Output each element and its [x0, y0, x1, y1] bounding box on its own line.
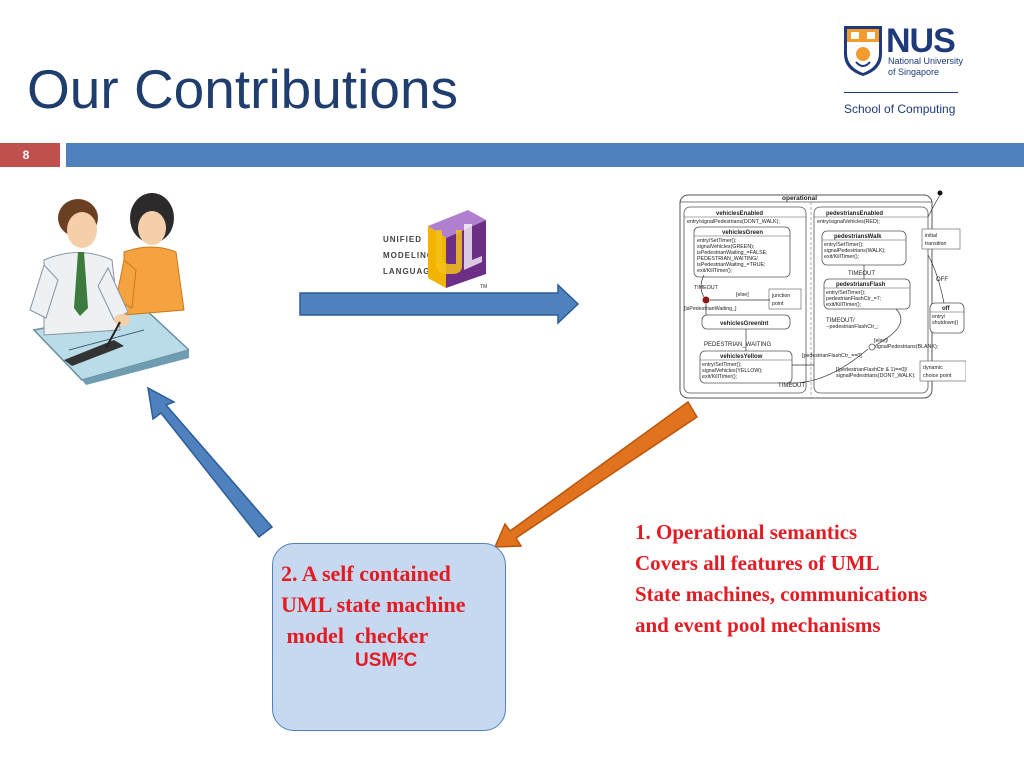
nus-logo-text: NUS — [886, 22, 956, 60]
uml-logo-icon: TM — [428, 210, 487, 290]
label-else-slash: [else]/ — [874, 338, 889, 344]
off-entry-line: shutdown() — [932, 320, 958, 326]
vehicles-green-line: isPedestrianWaiting_=FALSE; — [697, 250, 768, 256]
page-number: 8 — [22, 148, 30, 162]
vehicles-yellow-line: exit/KillTimer(); — [702, 374, 737, 380]
label-off-event: OFF — [936, 277, 948, 283]
label-pedestrian-waiting: PEDESTRIAN_WAITING — [704, 342, 771, 348]
checker-line-2: UML state machine — [281, 592, 466, 617]
label-timeout: TIMEOUT — [694, 285, 719, 291]
pedestrians-flash-line: exit/KillTimer(); — [826, 302, 861, 308]
label-timeout-bottom: TIMEOUT — [778, 383, 805, 389]
checker-line-3: model checker — [281, 623, 429, 648]
label-timeout-walk: TIMEOUT — [848, 271, 875, 277]
vehicles-yellow-line: entry/SetTimer(); — [702, 362, 742, 368]
nus-crest-icon — [844, 26, 882, 76]
uml-logo-caption: UNIFIED MODELING LANGUAGE — [383, 232, 437, 280]
label-timeout-slash: TIMEOUT/ — [826, 318, 855, 324]
arrow-to-checker — [493, 400, 699, 548]
label-flashctr-zero: [pedestrianFlashCtr_==0] — [802, 353, 862, 359]
nus-subtitle-line1: National University — [888, 56, 964, 66]
operational-semantics-text: 1. Operational semantics Covers all feat… — [635, 517, 927, 641]
off-entry-line: entry/ — [932, 314, 946, 320]
arrow-to-designers — [147, 386, 274, 539]
vehicles-green-line: PEDESTRIAN_WAITING/ — [697, 256, 758, 262]
nus-subtitle: National University of Singapore — [888, 56, 963, 78]
pedestrians-walk-line: signalPedestrians(WALK); — [824, 248, 886, 254]
state-pedestrians-flash: pedestriansFlash — [836, 282, 886, 288]
pedestrians-flash-line: entry/SetTimer(); — [826, 290, 866, 296]
school-name: School of Computing — [844, 102, 956, 116]
pedestrians-flash-line: pedestrianFlashCtr_=7; — [826, 296, 881, 302]
label-else: [else] — [736, 292, 749, 298]
vehicles-green-line: exit/KillTimer(); — [697, 268, 732, 274]
state-off: off — [942, 306, 951, 312]
contribution-line-3: State machines, communications — [635, 582, 928, 606]
contribution-line-1: 1. Operational semantics — [635, 520, 858, 544]
diagram-operational: operational — [782, 195, 817, 202]
uml-trademark: TM — [480, 284, 487, 290]
label-is-pedestrian-waiting: [isPedestrianWaiting_] — [684, 306, 737, 312]
people-at-desk-illustration — [24, 190, 189, 385]
vehicles-yellow-line: signalVehicles(YELLOW); — [702, 368, 763, 374]
vehicles-green-line: entry/SetTimer(); — [697, 238, 737, 244]
note-point: point — [772, 301, 784, 307]
label-signal-blank: signalPedestrians(BLANK); — [874, 344, 938, 350]
contribution-line-4: and event pool mechanisms — [635, 613, 881, 637]
model-checker-description: 2. A self contained UML state machine mo… — [281, 558, 466, 651]
state-vehicles-yellow: vehiclesYellow — [720, 354, 763, 360]
label-signal-dont-walk: signalPedestrians(DONT_WALK); — [836, 373, 916, 379]
pedestrians-enabled-entry: entry/signalVehicles(RED); — [817, 219, 880, 225]
note-dynamic: dynamic — [923, 365, 943, 371]
tool-name: USM²C — [355, 650, 418, 671]
label-flashctr-decrement: --pedestrianFlashCtr_; — [826, 324, 879, 330]
note-junction: junction — [771, 293, 790, 299]
note-choice-point: choice point — [923, 373, 952, 379]
label-flashctr-odd: [(pedestrianFlashCtr & 1)==0]/ — [836, 367, 908, 373]
contribution-line-2: Covers all features of UML — [635, 551, 880, 575]
note-transition: transition — [925, 241, 947, 247]
uml-caption-modeling: MODELING — [383, 251, 435, 260]
state-pedestrians-walk: pedestriansWalk — [834, 234, 882, 240]
checker-line-1: 2. A self contained — [281, 561, 451, 586]
state-vehicles-enabled: vehiclesEnabled — [716, 211, 763, 217]
uml-caption-unified: UNIFIED — [383, 235, 422, 244]
vehicles-green-line: isPedestrianWaiting_=TRUE; — [697, 262, 766, 268]
page-number-badge: 8 — [0, 143, 60, 167]
slide-title: Our Contributions — [27, 58, 459, 120]
uml-state-machine-diagram: operational vehiclesEnabled entry/signal… — [679, 190, 966, 399]
pedestrians-walk-line: entry/SetTimer(); — [824, 242, 864, 248]
arrow-to-state-machine — [299, 283, 580, 325]
title-divider-bar — [66, 143, 1024, 167]
vehicles-green-line: signalVehicles(GREEN); — [697, 244, 754, 250]
note-initial: initial — [925, 233, 937, 239]
state-vehicles-green-int: vehiclesGreenInt — [720, 321, 768, 327]
state-pedestrians-enabled: pedestriansEnabled — [826, 211, 883, 217]
model-checker-box — [272, 543, 506, 731]
pedestrians-walk-line: exit/KillTimer(); — [824, 254, 859, 260]
logo-divider — [844, 92, 958, 93]
uml-caption-language: LANGUAGE — [383, 267, 437, 276]
nus-subtitle-line2: of Singapore — [888, 67, 940, 77]
state-vehicles-green: vehiclesGreen — [722, 230, 763, 236]
vehicles-enabled-entry: entry/signalPedestrians(DONT_WALK); — [687, 219, 780, 225]
